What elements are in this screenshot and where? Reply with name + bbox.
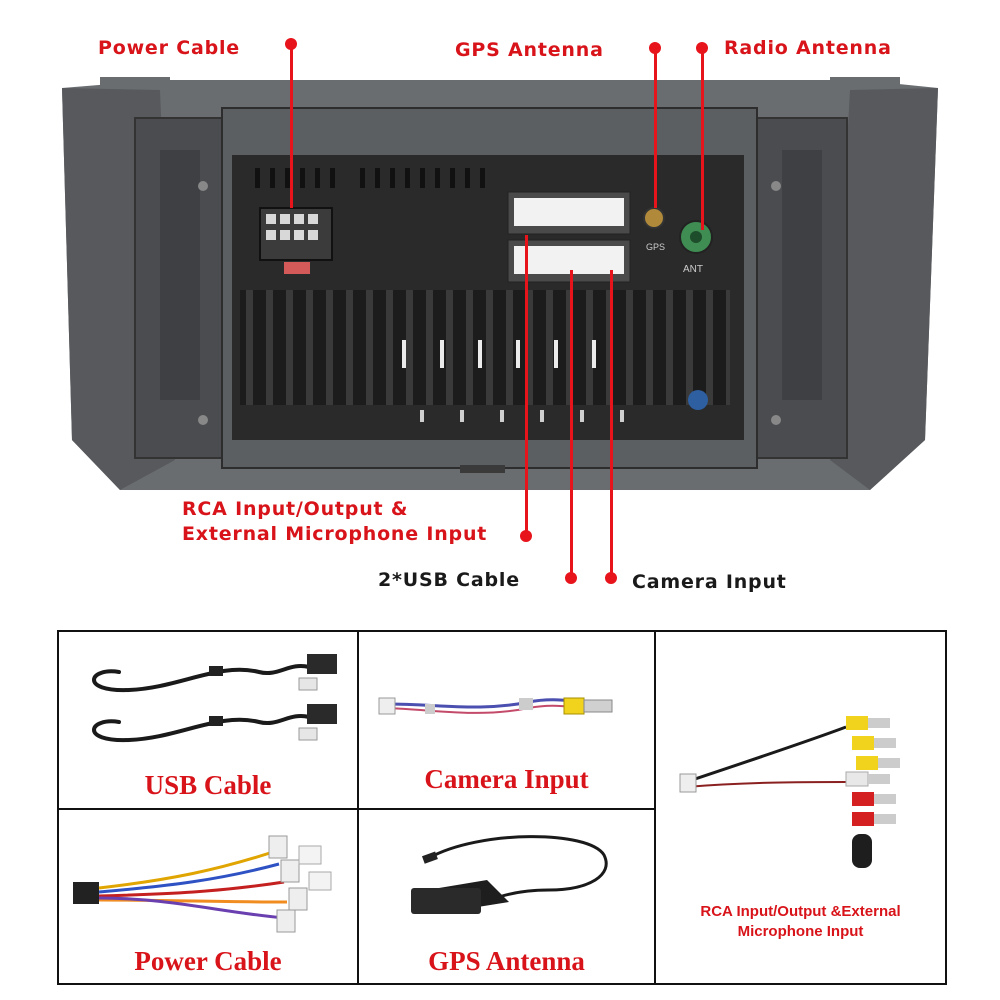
gps-marking: GPS bbox=[646, 242, 665, 252]
camera-input-label: Camera Input bbox=[632, 571, 787, 593]
usb-cable-image bbox=[92, 654, 337, 743]
gps-antenna-cell: GPS Antenna bbox=[359, 810, 654, 983]
power-cable-cell: Power Cable bbox=[59, 810, 357, 983]
gps-antenna-leader bbox=[654, 50, 657, 208]
rca-dot bbox=[520, 530, 532, 542]
gps-antenna-caption: GPS Antenna bbox=[428, 946, 585, 976]
camera-input-cell: Camera Input bbox=[359, 632, 654, 808]
usb-cable-label: 2*USB Cable bbox=[378, 569, 520, 591]
usb-cable-dot bbox=[565, 572, 577, 584]
rca-cable-image bbox=[679, 716, 900, 868]
rca-caption-line2: Microphone Input bbox=[737, 923, 864, 940]
gps-antenna-label: GPS Antenna bbox=[455, 39, 604, 61]
usb-cable-leader bbox=[570, 270, 573, 578]
rca-label-line1: RCA Input/Output & bbox=[182, 498, 409, 520]
accessories-grid: USB Cable Camera Input bbox=[57, 630, 947, 985]
power-cable-image bbox=[73, 835, 332, 933]
power-cable-leader bbox=[290, 46, 293, 208]
rca-label-line2: External Microphone Input bbox=[182, 523, 488, 545]
usb-cable-caption: USB Cable bbox=[144, 770, 272, 800]
radio-antenna-label: Radio Antenna bbox=[724, 37, 892, 59]
radio-antenna-dot bbox=[696, 42, 708, 54]
heat-sink bbox=[240, 290, 730, 405]
head-unit-rear-panel: GPS ANT bbox=[62, 77, 938, 490]
camera-input-image bbox=[378, 697, 613, 715]
gps-antenna-image bbox=[411, 835, 608, 914]
power-cable-dot bbox=[285, 38, 297, 50]
rca-caption-line1: RCA Input/Output &External bbox=[700, 903, 901, 920]
camera-input-dot bbox=[605, 572, 617, 584]
grid-divider bbox=[357, 632, 359, 983]
grid-divider bbox=[59, 808, 654, 810]
grid-divider bbox=[654, 632, 656, 983]
ant-marking: ANT bbox=[683, 264, 703, 275]
power-cable-caption: Power Cable bbox=[134, 946, 282, 976]
radio-antenna-leader bbox=[701, 50, 704, 230]
camera-input-caption: Camera Input bbox=[424, 764, 589, 794]
power-cable-label: Power Cable bbox=[98, 37, 240, 59]
rca-cell: RCA Input/Output &External Microphone In… bbox=[656, 632, 945, 983]
rca-leader bbox=[525, 235, 528, 537]
usb-cable-cell: USB Cable bbox=[59, 632, 357, 808]
camera-input-leader bbox=[610, 270, 613, 578]
gps-jack bbox=[643, 207, 665, 229]
gps-antenna-dot bbox=[649, 42, 661, 54]
